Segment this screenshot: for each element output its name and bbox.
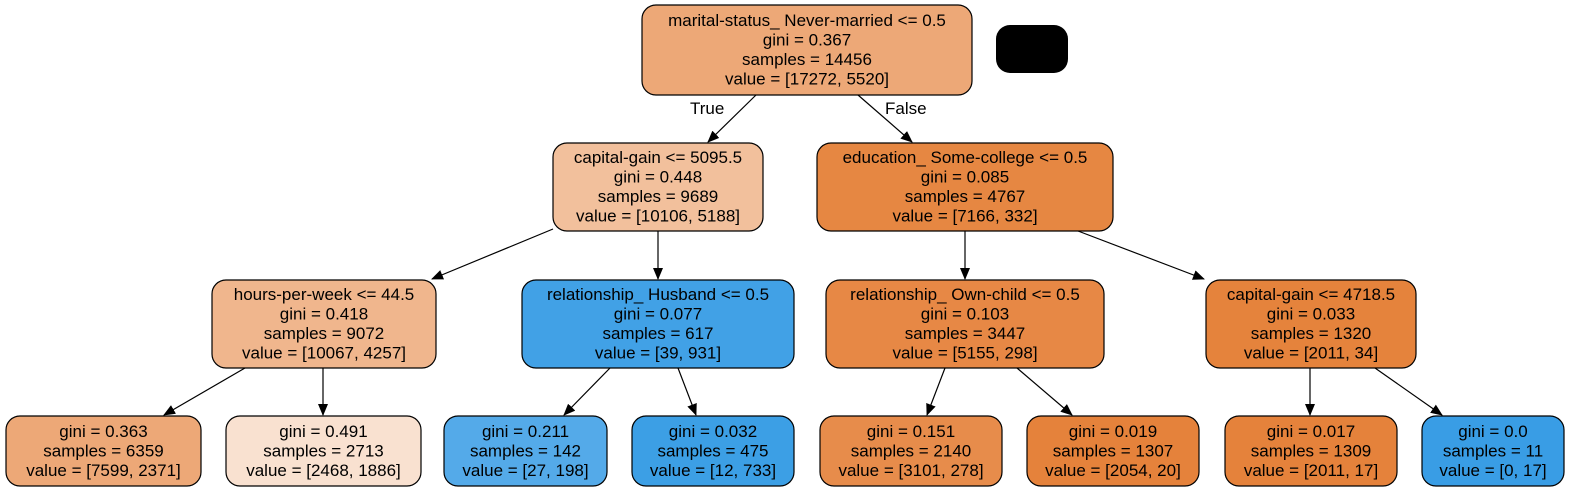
tree-node-line: samples = 475	[657, 441, 768, 460]
tree-node-box	[521, 279, 795, 369]
tree-node-line: samples = 142	[470, 441, 581, 460]
tree-node-line: value = [10067, 4257]	[242, 344, 406, 363]
tree-node-line: value = [39, 931]	[595, 344, 721, 363]
tree-node-line: samples = 11	[1443, 441, 1543, 460]
tree-edge-n3-n7	[163, 367, 246, 416]
tree-node-line: value = [2011, 34]	[1244, 344, 1378, 363]
tree-node-line: value = [12, 733]	[650, 461, 776, 480]
tree-edge-n0-n1	[707, 94, 757, 143]
tree-node-line: gini = 0.033	[1267, 305, 1355, 324]
redaction-box	[996, 25, 1068, 73]
tree-node-box	[211, 279, 437, 369]
tree-node-line: gini = 0.017	[1267, 422, 1355, 441]
tree-node-line: gini = 0.211	[482, 422, 569, 441]
tree-node-box	[1205, 279, 1417, 369]
tree-node-line: gini = 0.418	[280, 305, 368, 324]
tree-node-line: relationship_ Own-child <= 0.5	[850, 285, 1080, 304]
tree-node-line: samples = 2713	[263, 441, 384, 460]
tree-node-line: relationship_ Husband <= 0.5	[547, 285, 769, 304]
tree-node-line: gini = 0.448	[614, 168, 702, 187]
tree-node-line: gini = 0.103	[921, 305, 1009, 324]
tree-node-line: value = [10106, 5188]	[576, 207, 740, 226]
tree-node-line: education_ Some-college <= 0.5	[843, 148, 1088, 167]
tree-node-line: value = [2011, 17]	[1244, 461, 1378, 480]
tree-node-line: samples = 6359	[43, 441, 164, 460]
tree-node-line: value = [27, 198]	[462, 461, 588, 480]
tree-node-line: samples = 1320	[1251, 324, 1372, 343]
tree-node-line: gini = 0.0	[1458, 422, 1527, 441]
tree-node-line: samples = 9689	[598, 187, 719, 206]
tree-node-line: samples = 9072	[264, 324, 385, 343]
tree-node-line: gini = 0.491	[279, 422, 367, 441]
tree-node-box	[816, 142, 1114, 232]
tree-node-box	[1421, 415, 1565, 487]
tree-node-line: value = [2468, 1886]	[246, 461, 401, 480]
tree-node-line: samples = 2140	[851, 441, 972, 460]
tree-node-line: value = [3101, 278]	[838, 461, 983, 480]
tree-node-line: samples = 1309	[1251, 441, 1372, 460]
tree-node-line: gini = 0.077	[614, 305, 702, 324]
tree-node-box	[443, 415, 608, 487]
tree-node-box	[1026, 415, 1200, 487]
tree-edge-n1-n3	[431, 228, 554, 280]
tree-node-line: samples = 4767	[905, 187, 1026, 206]
tree-edge-n6-n14	[1374, 367, 1443, 416]
tree-node-line: value = [2054, 20]	[1045, 461, 1181, 480]
tree-node-line: value = [17272, 5520]	[725, 70, 889, 89]
tree-node-line: value = [5155, 298]	[892, 344, 1037, 363]
tree-edge-n5-n11	[926, 367, 946, 416]
tree-node-line: samples = 14456	[742, 50, 872, 69]
tree-node-line: gini = 0.032	[669, 422, 757, 441]
tree-node-line: hours-per-week <= 44.5	[234, 285, 415, 304]
tree-node-box	[5, 415, 202, 487]
tree-node-line: value = [0, 17]	[1439, 461, 1546, 480]
tree-node-line: samples = 3447	[905, 324, 1026, 343]
tree-edge-n4-n9	[563, 367, 611, 416]
tree-edge-n5-n12	[1016, 367, 1073, 416]
tree-node-line: gini = 0.151	[867, 422, 955, 441]
tree-edges	[163, 94, 1443, 416]
tree-node-line: gini = 0.019	[1069, 422, 1157, 441]
tree-node-line: samples = 1307	[1053, 441, 1174, 460]
tree-node-box	[819, 415, 1003, 487]
tree-node-line: gini = 0.363	[59, 422, 147, 441]
tree-node-box	[225, 415, 422, 487]
tree-edge-n2-n6	[1077, 230, 1205, 280]
tree-node-line: value = [7166, 332]	[892, 207, 1037, 226]
tree-node-line: capital-gain <= 5095.5	[574, 148, 742, 167]
tree-node-box	[641, 4, 973, 96]
tree-node-line: capital-gain <= 4718.5	[1227, 285, 1395, 304]
tree-edge-n4-n10	[677, 367, 697, 416]
true-edge-label: True	[690, 99, 724, 118]
tree-node-line: value = [7599, 2371]	[26, 461, 181, 480]
tree-edge-n0-n2	[857, 94, 913, 143]
tree-node-box	[825, 279, 1105, 369]
tree-nodes: marital-status_ Never-married <= 0.5gini…	[5, 4, 1565, 487]
tree-node-n0: marital-status_ Never-married <= 0.5gini…	[641, 4, 973, 96]
tree-node-box	[552, 142, 764, 232]
tree-node-box	[1224, 415, 1398, 487]
tree-node-box	[631, 415, 795, 487]
tree-node-line: samples = 617	[602, 324, 713, 343]
tree-node-line: marital-status_ Never-married <= 0.5	[668, 11, 946, 30]
tree-node-line: gini = 0.085	[921, 168, 1009, 187]
false-edge-label: False	[885, 99, 927, 118]
tree-node-line: gini = 0.367	[763, 31, 851, 50]
